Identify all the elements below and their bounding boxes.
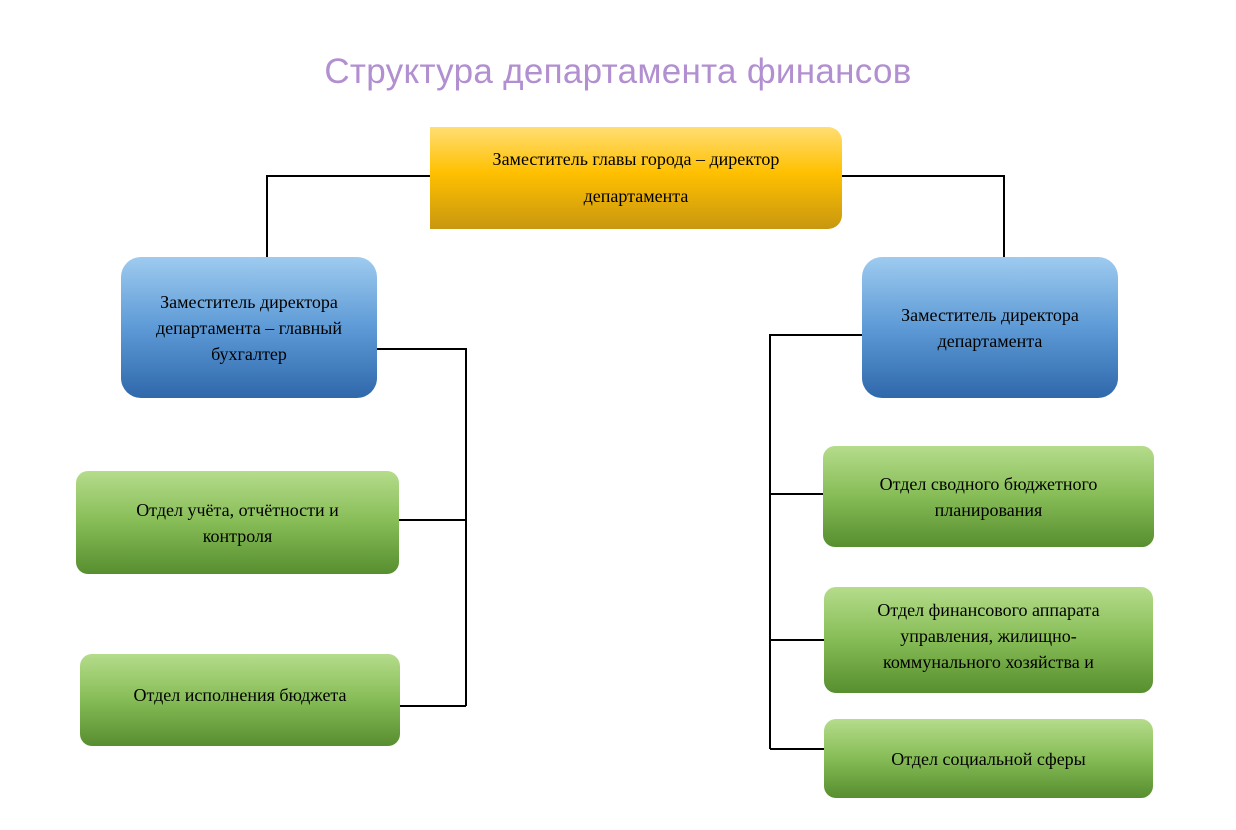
- node-budget-planning-dept-label: Отдел сводного бюджетного планирования: [879, 473, 1098, 520]
- connector-director-right: [842, 175, 1005, 257]
- node-director: Заместитель главы города – директор депа…: [430, 127, 842, 229]
- node-accounting-dept-label: Отдел учёта, отчётности и контроля: [136, 499, 339, 546]
- node-director-label: Заместитель главы города – директор депа…: [492, 149, 780, 206]
- node-chief-accountant-label: Заместитель директора департамента – гла…: [156, 291, 342, 364]
- connector-left-bus: [377, 348, 467, 706]
- node-budget-execution-dept-label: Отдел исполнения бюджета: [133, 685, 347, 705]
- node-chief-accountant: Заместитель директора департамента – гла…: [121, 257, 377, 398]
- node-social-dept-label: Отдел социальной сферы: [891, 748, 1086, 769]
- node-deputy-director-label: Заместитель директора департамента: [901, 304, 1079, 351]
- node-social-dept: Отдел социальной сферы: [824, 719, 1153, 798]
- connector-director-left: [266, 175, 430, 257]
- diagram-title: Структура департамента финансов: [324, 52, 912, 91]
- node-accounting-dept: Отдел учёта, отчётности и контроля: [76, 471, 399, 574]
- node-budget-planning-dept: Отдел сводного бюджетного планирования: [823, 446, 1154, 547]
- node-budget-execution-dept: Отдел исполнения бюджета: [80, 654, 400, 746]
- node-housing-dept: Отдел финансового аппарата управления, ж…: [824, 587, 1153, 693]
- connector-right-bus: [769, 334, 862, 749]
- node-housing-dept-label: Отдел финансового аппарата управления, ж…: [877, 600, 1100, 672]
- node-deputy-director: Заместитель директора департамента: [862, 257, 1118, 398]
